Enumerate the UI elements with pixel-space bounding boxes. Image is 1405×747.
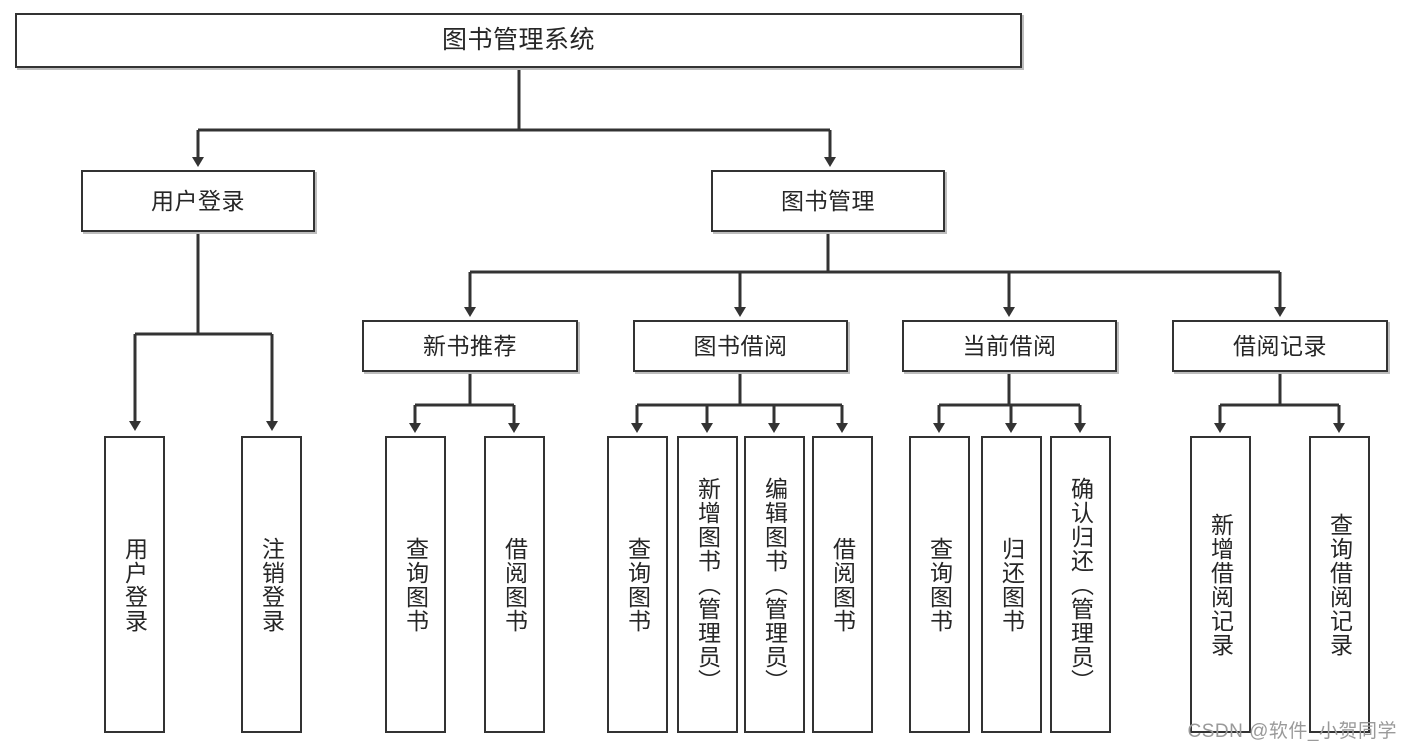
node-label: 图书管理系统 bbox=[441, 25, 595, 54]
leaf-node-add-book[interactable]: 新增图书（管理员） bbox=[677, 436, 738, 733]
node-current-borrow[interactable]: 当前借阅 bbox=[902, 320, 1117, 372]
leaf-node-logout[interactable]: 注销登录 bbox=[241, 436, 302, 733]
node-label: 查询图书 bbox=[926, 536, 953, 633]
node-label: 借阅记录 bbox=[1233, 332, 1327, 359]
node-label: 编辑图书（管理员） bbox=[761, 476, 788, 693]
node-label: 当前借阅 bbox=[962, 332, 1057, 359]
node-label: 注销登录 bbox=[258, 536, 285, 633]
node-label: 查询图书 bbox=[402, 536, 429, 633]
node-book-manage[interactable]: 图书管理 bbox=[711, 170, 945, 232]
node-label: 查询图书 bbox=[624, 536, 651, 633]
node-label: 借阅图书 bbox=[501, 536, 528, 633]
leaf-node-add-record[interactable]: 新增借阅记录 bbox=[1190, 436, 1251, 733]
leaf-node-borrow-book-2[interactable]: 借阅图书 bbox=[812, 436, 873, 733]
node-label: 确认归还（管理员） bbox=[1067, 476, 1094, 693]
leaf-node-query-book-2[interactable]: 查询图书 bbox=[607, 436, 668, 733]
node-new-book-rec[interactable]: 新书推荐 bbox=[362, 320, 578, 372]
leaf-node-query-book-3[interactable]: 查询图书 bbox=[909, 436, 970, 733]
node-book-borrow[interactable]: 图书借阅 bbox=[633, 320, 848, 372]
leaf-node-confirm-return[interactable]: 确认归还（管理员） bbox=[1050, 436, 1111, 733]
node-label: 图书借阅 bbox=[693, 332, 788, 359]
node-borrow-record[interactable]: 借阅记录 bbox=[1172, 320, 1388, 372]
node-label: 新增借阅记录 bbox=[1207, 512, 1234, 657]
csdn-watermark: CSDN @软件_小贺同学 bbox=[1187, 721, 1397, 742]
leaf-node-query-book-1[interactable]: 查询图书 bbox=[385, 436, 446, 733]
node-label: 图书管理 bbox=[781, 187, 875, 214]
node-label: 查询借阅记录 bbox=[1326, 512, 1353, 657]
node-label: 新书推荐 bbox=[423, 332, 517, 359]
node-label: 新增图书（管理员） bbox=[694, 476, 721, 693]
node-root[interactable]: 图书管理系统 bbox=[15, 13, 1022, 68]
node-user-login[interactable]: 用户登录 bbox=[81, 170, 315, 232]
leaf-node-query-record[interactable]: 查询借阅记录 bbox=[1309, 436, 1370, 733]
node-label: 用户登录 bbox=[121, 536, 148, 633]
node-label: 用户登录 bbox=[151, 187, 245, 214]
leaf-node-borrow-book-1[interactable]: 借阅图书 bbox=[484, 436, 545, 733]
leaf-node-return-book[interactable]: 归还图书 bbox=[981, 436, 1042, 733]
node-label: 归还图书 bbox=[998, 536, 1025, 633]
leaf-node-edit-book[interactable]: 编辑图书（管理员） bbox=[744, 436, 805, 733]
leaf-node-user-login[interactable]: 用户登录 bbox=[104, 436, 165, 733]
node-label: 借阅图书 bbox=[829, 536, 856, 633]
